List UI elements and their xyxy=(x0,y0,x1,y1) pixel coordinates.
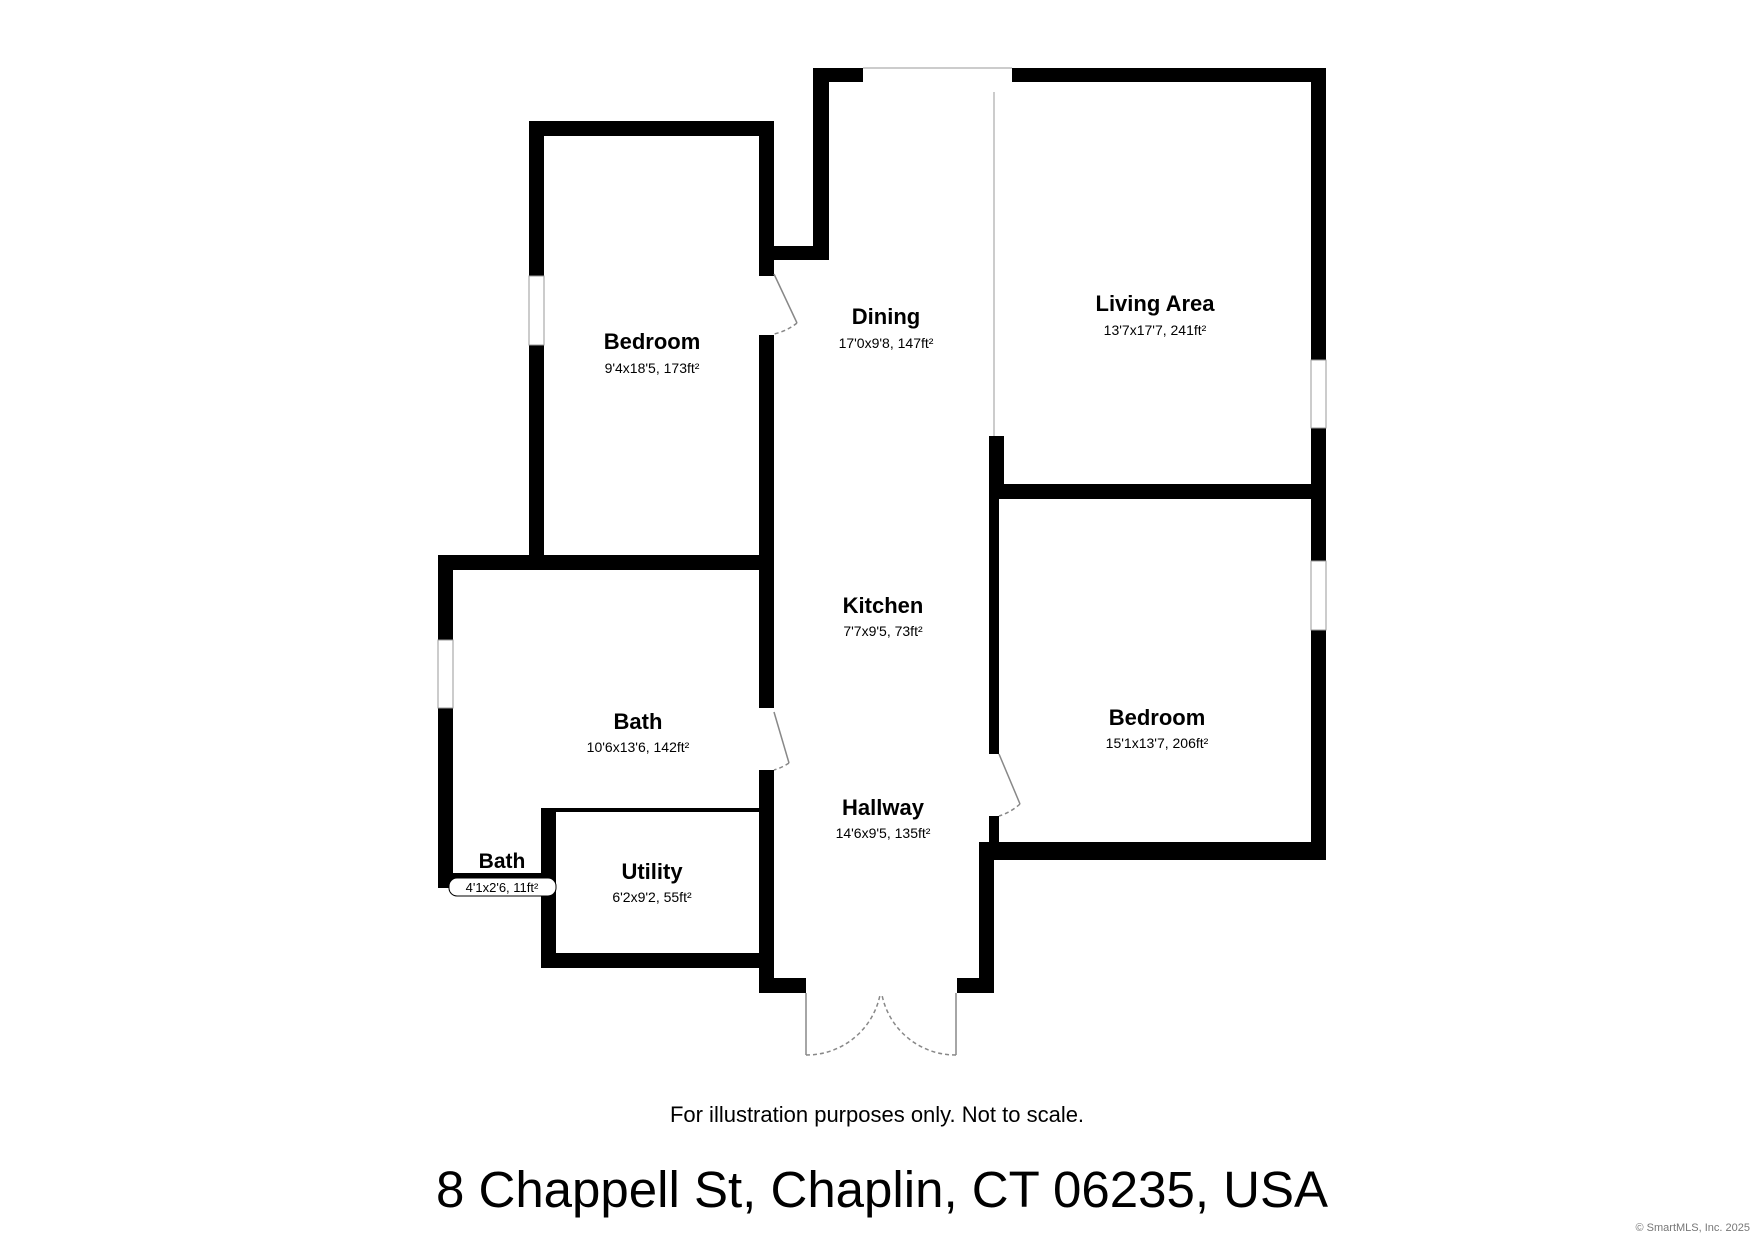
room-name-bath: Bath xyxy=(614,709,663,734)
room-dims-dining: 17'0x9'8, 147ft² xyxy=(839,335,934,351)
room-dims-utility: 6'2x9'2, 55ft² xyxy=(612,889,692,905)
room-dims-hallway: 14'6x9'5, 135ft² xyxy=(836,825,931,841)
room-name-utility: Utility xyxy=(621,859,683,884)
room-dims-bath: 10'6x13'6, 142ft² xyxy=(587,739,690,755)
room-name-bedroom-right: Bedroom xyxy=(1109,705,1206,730)
walls xyxy=(438,68,1326,993)
room-name-bedroom-left: Bedroom xyxy=(604,329,701,354)
disclaimer-text: For illustration purposes only. Not to s… xyxy=(669,1102,1085,1127)
room-name-bath-small: Bath xyxy=(479,850,526,873)
room-dims-kitchen: 7'7x9'5, 73ft² xyxy=(843,623,923,639)
room-labels: Dining 17'0x9'8, 147ft² Living Area 13'7… xyxy=(448,291,1216,905)
room-dims-bath-small: 4'1x2'6, 11ft² xyxy=(466,880,539,895)
room-dims-bedroom-right: 15'1x13'7, 206ft² xyxy=(1106,735,1209,751)
windows xyxy=(437,67,1327,709)
room-name-hallway: Hallway xyxy=(842,795,925,820)
property-address: 8 Chappell St, Chaplin, CT 06235, USA xyxy=(435,1161,1329,1218)
room-name-dining: Dining xyxy=(852,304,920,329)
room-name-kitchen: Kitchen xyxy=(843,593,924,618)
room-dims-bedroom-left: 9'4x18'5, 173ft² xyxy=(605,360,700,376)
copyright-text: © SmartMLS, Inc. 2025 xyxy=(1635,1222,1751,1234)
room-dims-living-area: 13'7x17'7, 241ft² xyxy=(1104,322,1207,338)
room-name-living-area: Living Area xyxy=(1096,291,1216,316)
door-swings xyxy=(773,273,1021,1056)
